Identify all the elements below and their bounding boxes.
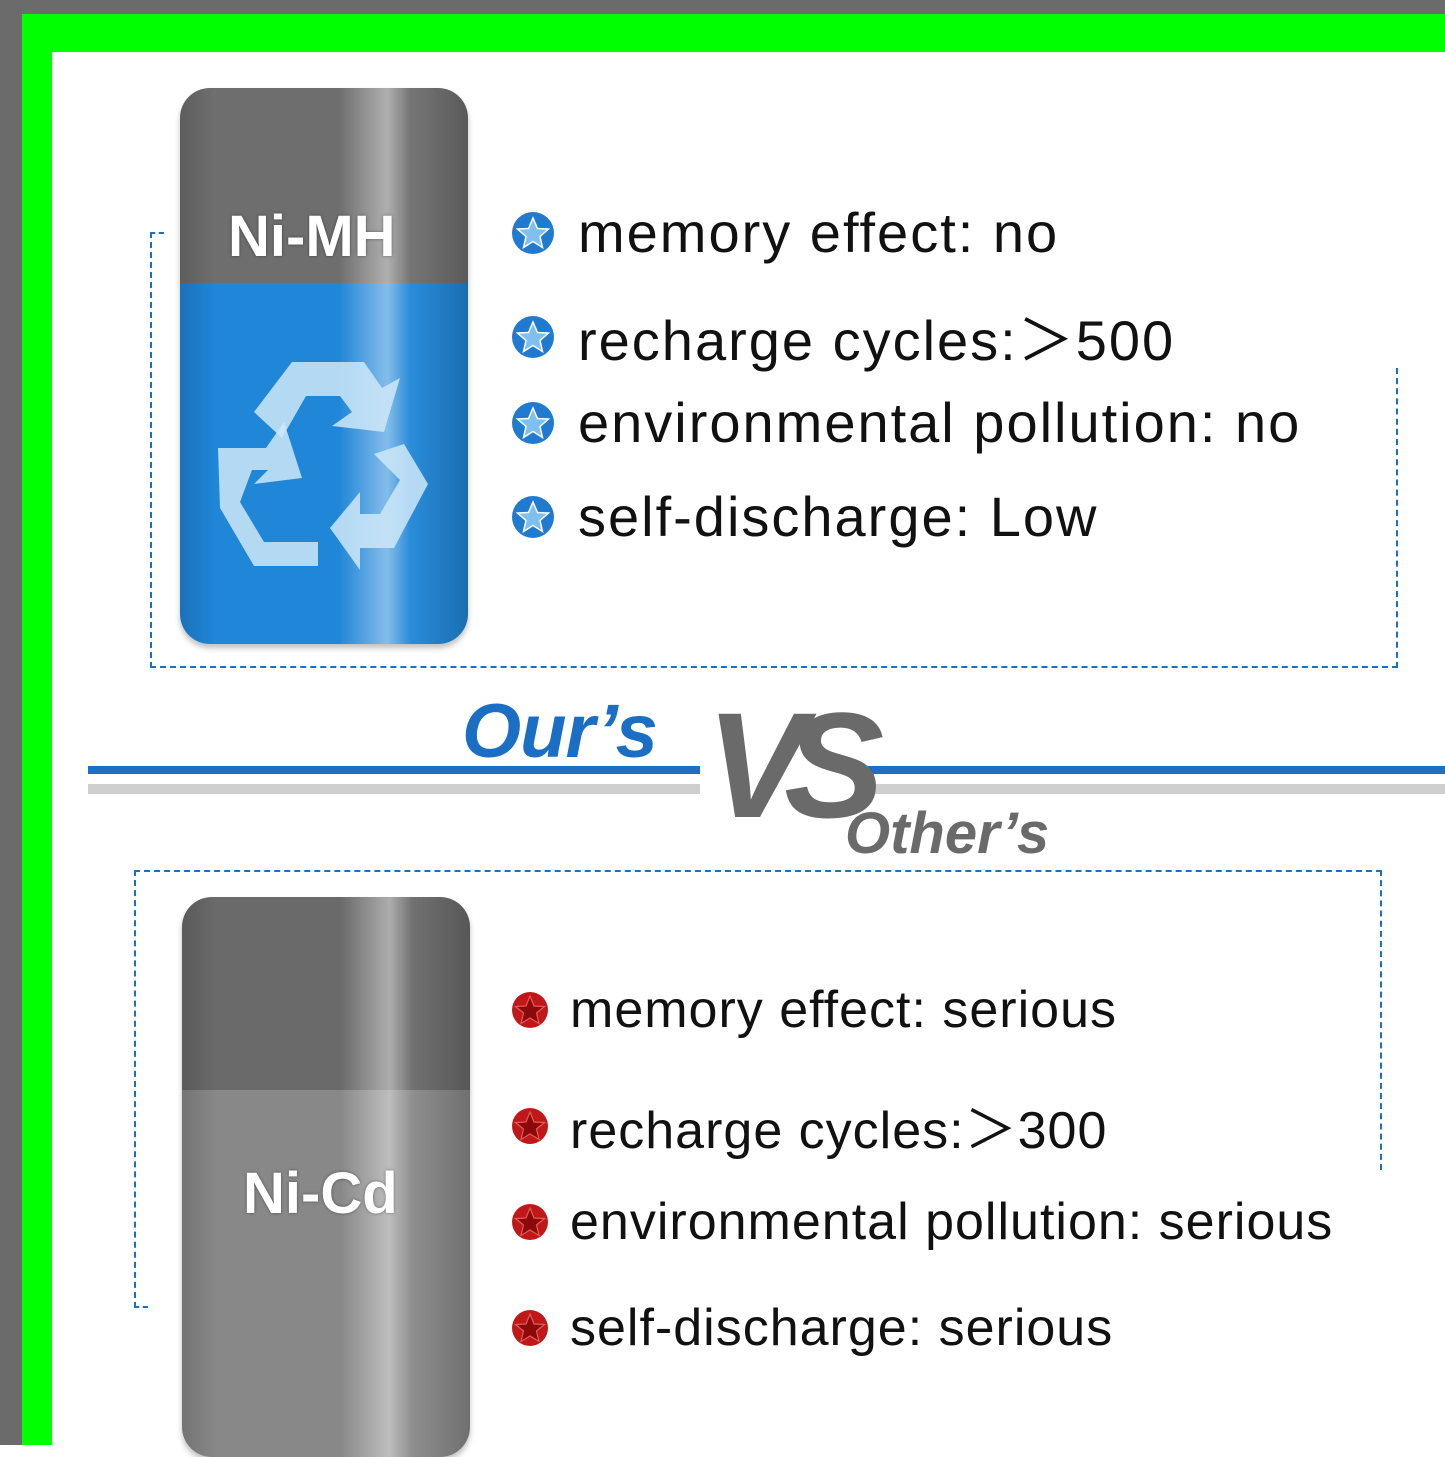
- ours-heading: Our’s: [462, 689, 658, 774]
- dashed-box-ours-tick: [150, 232, 164, 234]
- ours-feature-item: memory effect: no: [510, 200, 1059, 265]
- feature-text: recharge cycles:＞300: [570, 1102, 1108, 1160]
- red-star-bullet-icon: [512, 1310, 548, 1346]
- battery-cap: [180, 88, 468, 283]
- nimh-battery-label: Ni-MH: [228, 204, 396, 269]
- dashed-box-ours-left: [150, 232, 152, 668]
- feature-text: recharge cycles:＞500: [578, 309, 1176, 372]
- feature-text: self-discharge: serious: [570, 1299, 1114, 1357]
- battery-cap: [182, 897, 470, 1090]
- blue-star-bullet-icon: [512, 401, 554, 444]
- blue-star-bullet-icon: [512, 211, 554, 254]
- red-star-bullet-icon: [512, 992, 548, 1028]
- dashed-box-others-tick: [134, 1306, 148, 1308]
- feature-text: self-discharge: Low: [578, 485, 1099, 548]
- battery-body: [182, 1090, 470, 1457]
- others-feature-item: recharge cycles:＞300: [510, 1088, 1107, 1163]
- others-heading: Other’s: [845, 801, 1050, 866]
- dashed-box-others-right: [1380, 870, 1382, 1170]
- feature-text: memory effect: serious: [570, 981, 1118, 1039]
- others-feature-item: self-discharge: serious: [510, 1298, 1113, 1358]
- feature-text: memory effect: no: [578, 201, 1060, 264]
- blue-star-bullet-icon: [512, 315, 554, 358]
- dashed-box-others-top: [134, 870, 1382, 872]
- others-feature-item: environmental pollution: serious: [510, 1192, 1333, 1252]
- feature-text: environmental pollution: no: [578, 391, 1302, 454]
- vs-heading: VS: [700, 690, 884, 840]
- ours-feature-item: environmental pollution: no: [510, 390, 1301, 455]
- recycle-icon: [218, 362, 428, 570]
- blue-star-bullet-icon: [512, 495, 554, 538]
- ours-feature-item: self-discharge: Low: [510, 484, 1098, 549]
- nicd-battery-label: Ni-Cd: [243, 1161, 398, 1226]
- others-feature-item: memory effect: serious: [510, 980, 1117, 1040]
- feature-text: environmental pollution: serious: [570, 1193, 1334, 1251]
- dashed-box-ours-bottom: [150, 666, 1398, 668]
- red-star-bullet-icon: [512, 1204, 548, 1240]
- dashed-box-ours-right: [1396, 368, 1398, 668]
- ours-feature-item: recharge cycles:＞500: [510, 296, 1175, 377]
- red-star-bullet-icon: [512, 1107, 548, 1144]
- dashed-box-others-left: [134, 870, 136, 1308]
